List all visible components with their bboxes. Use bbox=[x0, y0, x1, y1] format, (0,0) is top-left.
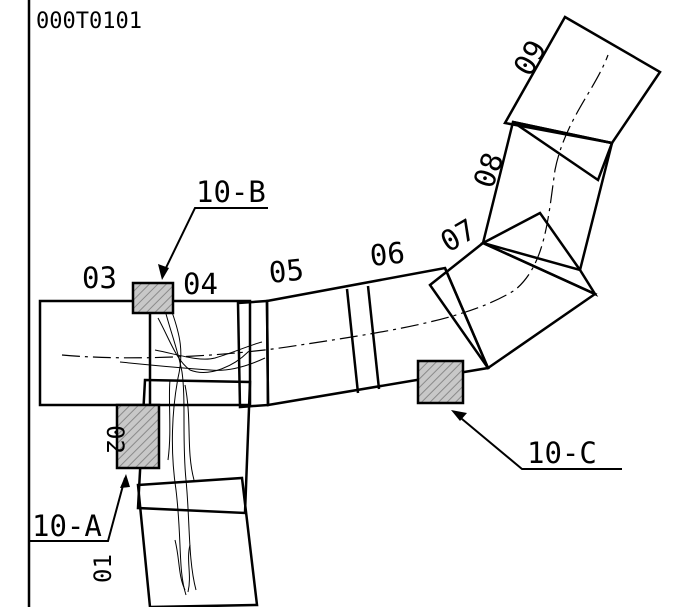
callout-10-c-arrowhead bbox=[451, 410, 467, 421]
callout-10-a-leader bbox=[30, 477, 126, 542]
callout-10-a-box bbox=[115, 403, 161, 470]
segment-09-block bbox=[503, 15, 662, 145]
callout-10-b-leader bbox=[161, 207, 268, 277]
segment-label-05: 05 bbox=[267, 252, 305, 289]
callout-10-b-arrowhead bbox=[158, 264, 169, 280]
segment-06-band-b bbox=[366, 285, 381, 390]
segment-04-block bbox=[236, 299, 270, 409]
segment-06-band-a bbox=[345, 288, 360, 394]
callout-10-b-box bbox=[131, 281, 175, 315]
drawing-id: 000T0101 bbox=[36, 9, 142, 34]
segment-label-06: 06 bbox=[368, 235, 406, 272]
segment-label-09: 09 bbox=[507, 34, 554, 81]
segment-01-block bbox=[136, 476, 259, 607]
callout-label-10-b: 10-B bbox=[196, 175, 266, 209]
segment-label-02: 02 bbox=[101, 425, 129, 454]
segment-08-wedge bbox=[512, 120, 614, 182]
segment-label-07: 07 bbox=[435, 212, 482, 259]
callout-10-c-leader bbox=[455, 413, 622, 470]
callout-label-10-a: 10-A bbox=[32, 509, 102, 543]
callout-10-c-box bbox=[416, 359, 465, 405]
segment-label-01: 01 bbox=[89, 554, 117, 583]
segment-07-block bbox=[428, 241, 598, 370]
callout-10-a-arrowhead bbox=[120, 474, 130, 488]
weld-seam-lines bbox=[119, 309, 266, 596]
segment-label-04: 04 bbox=[183, 267, 218, 301]
segment-07-divider bbox=[443, 267, 490, 369]
callout-label-10-c: 10-C bbox=[527, 436, 597, 470]
segment-label-03: 03 bbox=[82, 261, 117, 295]
